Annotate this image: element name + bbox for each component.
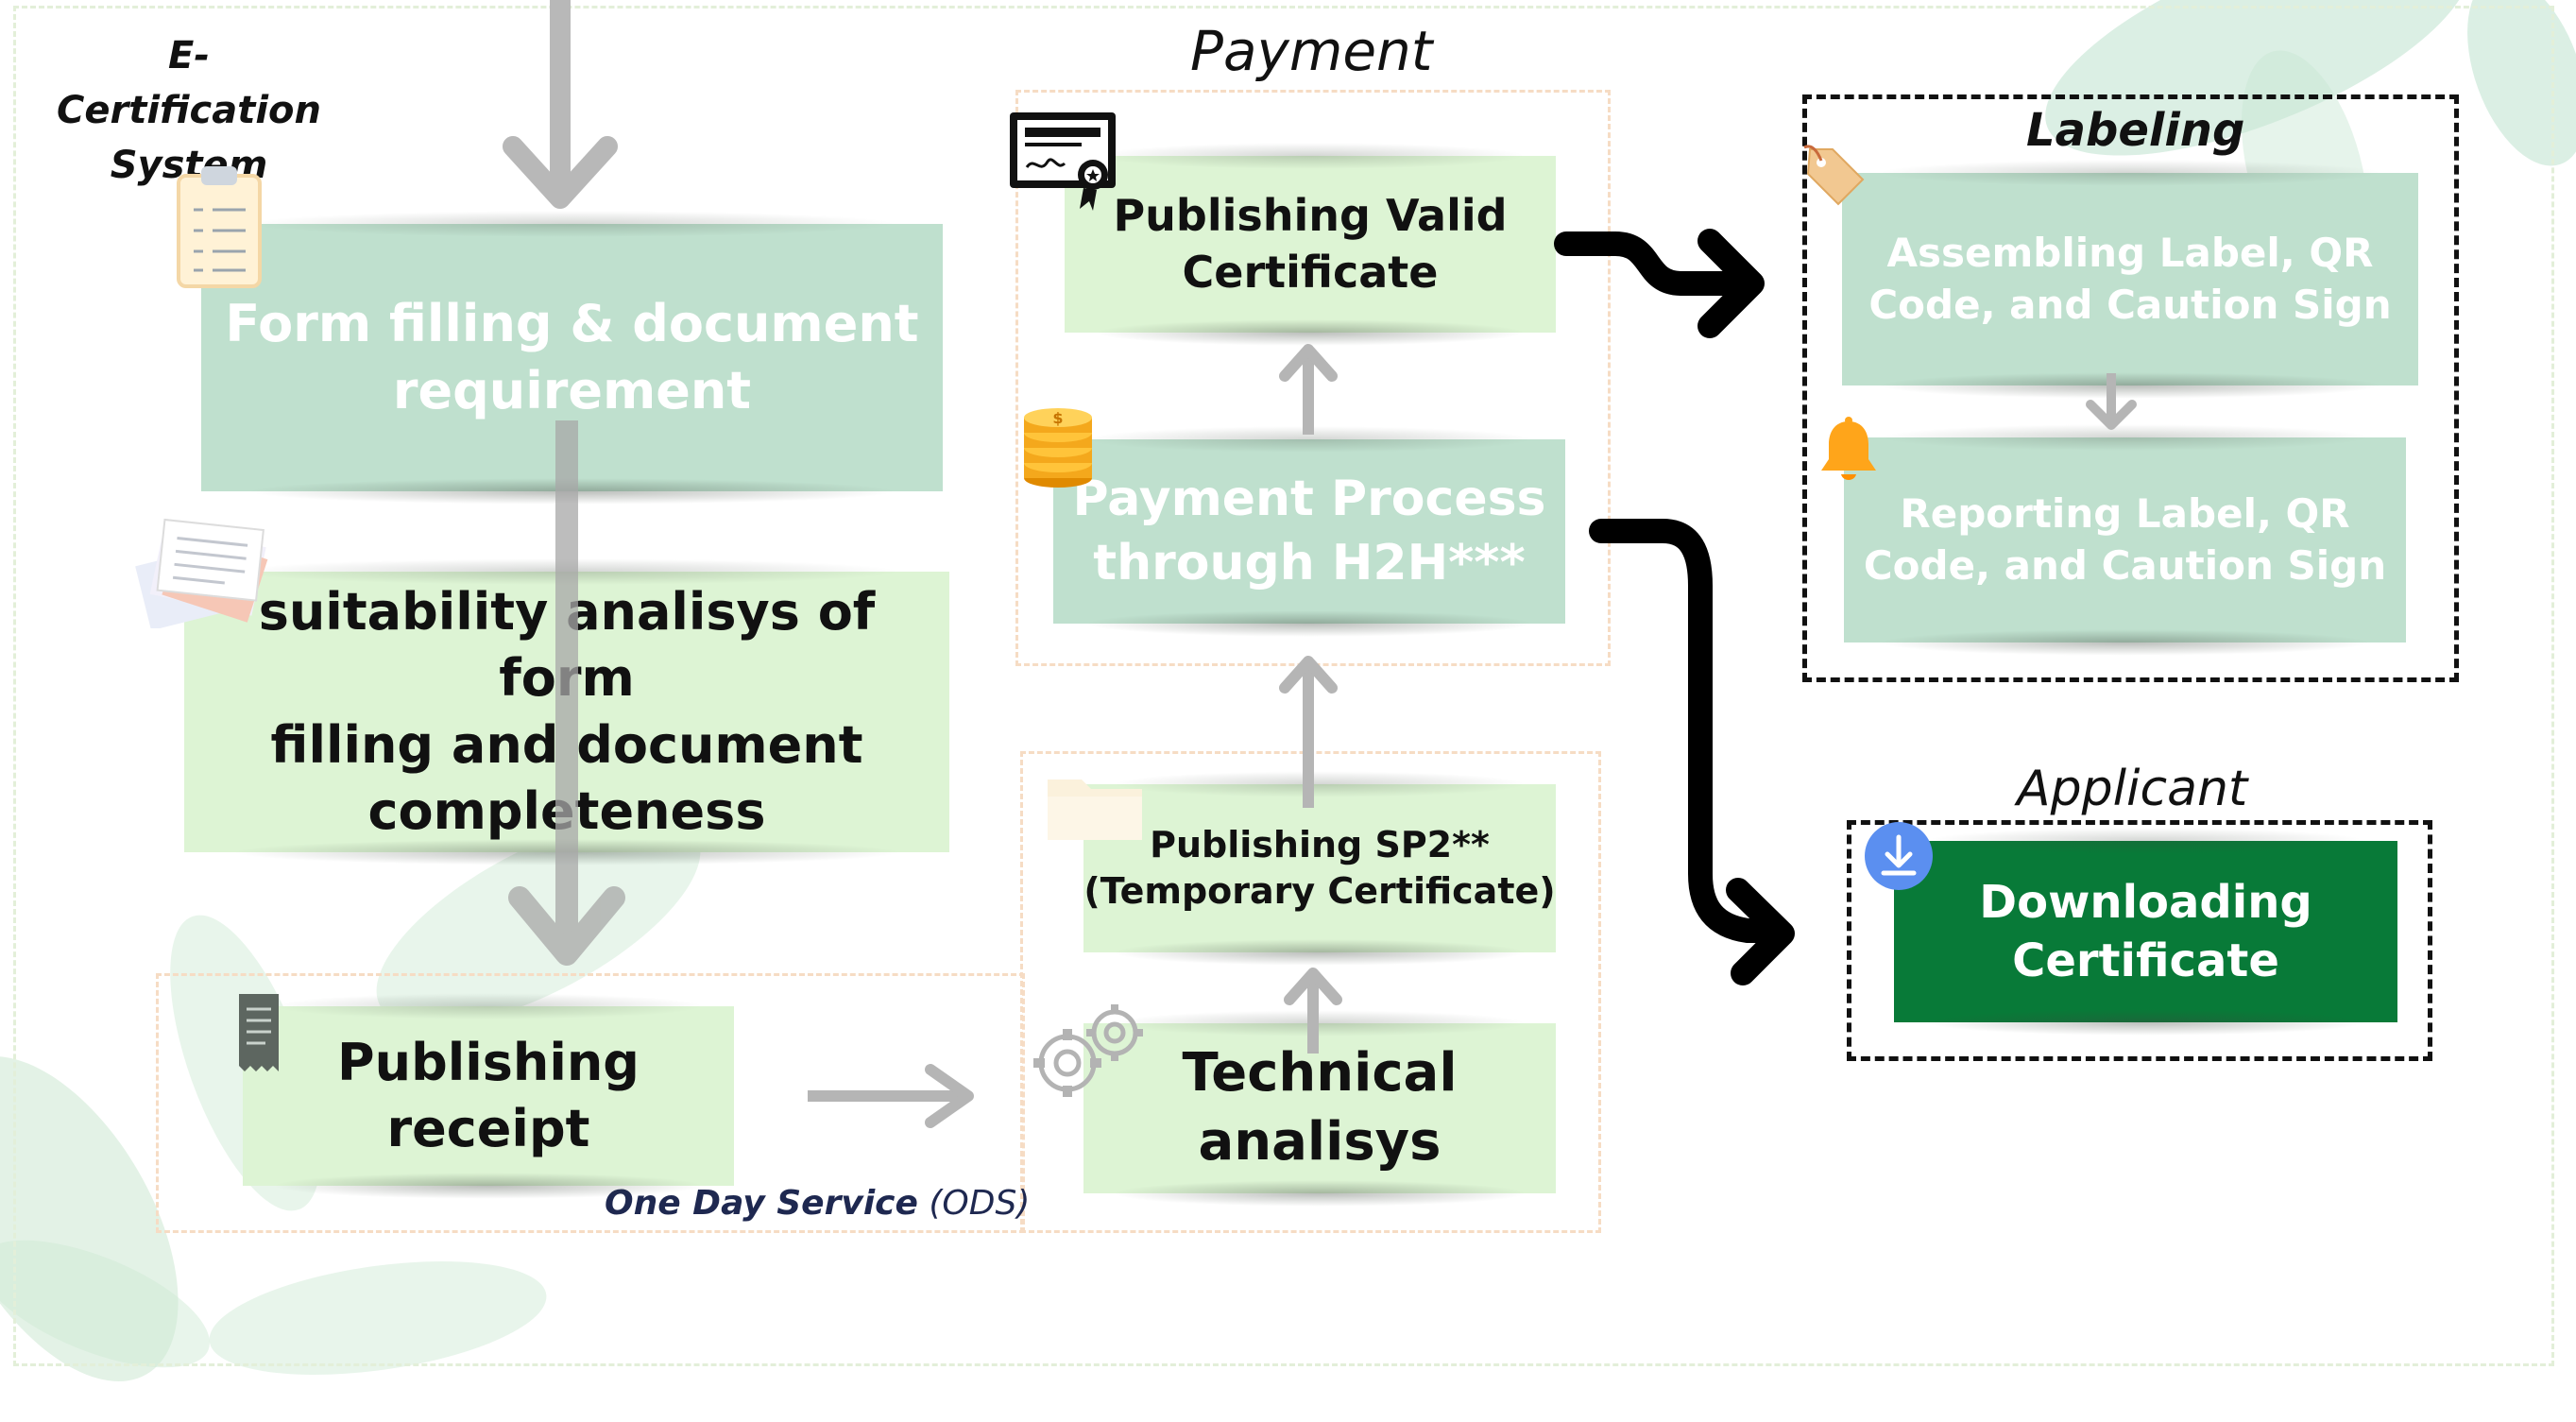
arrow-form-to-suitability — [508, 420, 625, 966]
download-icon — [1865, 822, 1933, 890]
downloading-certificate-step-label: Downloading Certificate — [1979, 875, 2312, 987]
ods-label: One Day Service (ODS) — [605, 1184, 1030, 1223]
applicant-label: Applicant — [2017, 761, 2248, 817]
arrow-valid-to-labeling — [1554, 229, 1765, 338]
arrow-assembling-to-reporting — [2086, 373, 2137, 430]
labeling-group-outline — [1802, 94, 2459, 682]
folder-icon — [1048, 780, 1142, 840]
svg-text:$: $ — [1052, 409, 1063, 427]
arrow-sp2-to-payment — [1279, 656, 1338, 808]
coins-icon: $ — [1024, 408, 1092, 488]
ods-label-bold: One Day Service — [605, 1184, 918, 1223]
outer-frame — [13, 6, 2554, 1366]
publishing-receipt-step-label: Publishing receipt — [337, 1032, 640, 1158]
form-filling-step-label: Form filling & document requirement — [225, 294, 919, 420]
system-label: E-Certification System — [56, 34, 322, 187]
publishing-receipt-step: Publishing receipt — [243, 993, 734, 1199]
labeling-label: Labeling — [2026, 104, 2245, 157]
ods-label-paren: (ODS) — [929, 1184, 1031, 1223]
publishing-valid-certificate-step-label: Publishing Valid Certificate — [1113, 189, 1508, 298]
payment-label: Payment — [1190, 19, 1433, 83]
payment-process-step-label: Payment Process through H2H*** — [1072, 470, 1546, 591]
technical-analysis-step: Technical analisys — [1083, 1010, 1556, 1207]
applicant-group-outline — [1847, 820, 2432, 1061]
arrow-receipt-to-technical — [808, 1064, 974, 1128]
publishing-valid-certificate-step: Publishing Valid Certificate — [1065, 143, 1556, 346]
receipt-icon — [239, 994, 279, 1071]
publishing-sp2-step-label: Publishing SP2** (Temporary Certificate) — [1083, 823, 1556, 912]
connectors — [503, 0, 2137, 1128]
reporting-label-step-label: Reporting Label, QR Code, and Caution Si… — [1863, 489, 2387, 589]
arrow-payment-to-applicant — [1589, 519, 1795, 985]
arrow-into-form-filling — [503, 0, 618, 209]
tag-icon — [1803, 145, 1865, 206]
arrow-payment-to-valid — [1279, 344, 1338, 435]
assembling-label-step-label: Assembling Label, QR Code, and Caution S… — [1868, 229, 2392, 328]
documents-icon — [135, 518, 268, 628]
gears-icon — [1033, 1004, 1143, 1097]
clipboard-icon — [177, 166, 262, 288]
ods-group-outline-left — [156, 973, 1025, 1233]
certificate-icon — [1010, 112, 1116, 211]
technical-analysis-step-label: Technical analisys — [1182, 1042, 1458, 1173]
bell-icon — [1821, 417, 1876, 480]
arrow-technical-to-sp2 — [1284, 968, 1342, 1054]
